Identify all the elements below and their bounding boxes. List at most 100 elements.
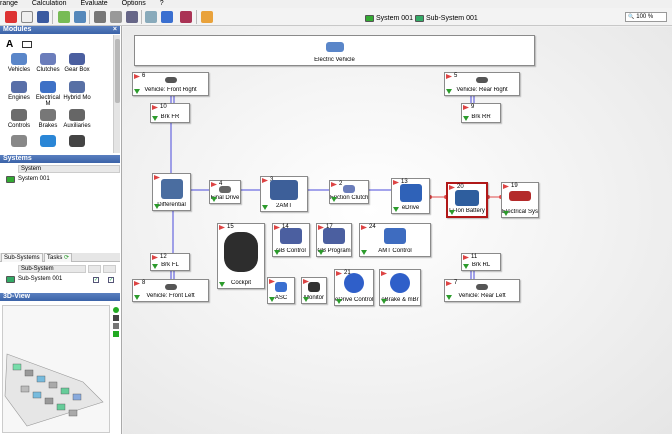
frame-tool-icon[interactable] — [22, 41, 32, 48]
menu-calculation[interactable]: Calculation — [31, 0, 67, 7]
block-vehicle-rear-right[interactable]: 5 Vehicle: Rear Right — [444, 72, 520, 96]
close-icon[interactable] — [5, 11, 17, 23]
module-clutches[interactable]: Clutches — [34, 52, 62, 76]
flag-icon — [393, 180, 399, 185]
refresh-icon[interactable]: ⟳ — [64, 255, 70, 261]
status-icon — [269, 297, 275, 302]
block-brk-fr[interactable]: 10 Brk FR — [150, 103, 190, 123]
cut-icon[interactable] — [94, 11, 106, 23]
tab-tasks[interactable]: Tasks ⟳ — [44, 253, 73, 262]
list-item[interactable]: System 001 — [3, 175, 50, 183]
tab-subsystem[interactable]: Sub-System 001 — [415, 13, 478, 23]
block-monitor[interactable]: Monitor — [301, 277, 327, 304]
lock-icon[interactable] — [201, 11, 213, 23]
block-electric-vehicle[interactable]: Electric Vehicle — [134, 35, 535, 66]
menu-range[interactable]: range — [0, 0, 18, 7]
list-item[interactable]: Sub-System 001 — [3, 275, 62, 283]
active-checkbox[interactable]: ✓ — [108, 277, 114, 283]
tab-system[interactable]: System 001 — [365, 13, 413, 23]
subsystems-column-header[interactable]: Sub-System — [18, 265, 86, 273]
module-extra-1[interactable] — [5, 134, 33, 152]
block-friction-clutch[interactable]: 2 Friction Clutch — [329, 180, 369, 204]
block-asc[interactable]: ASC — [267, 277, 295, 304]
clutch-icon — [40, 53, 56, 65]
rotate-icon[interactable] — [113, 307, 119, 313]
flag-icon — [211, 182, 217, 187]
block-cockpit[interactable]: 15 Cockpit — [217, 223, 265, 289]
module-gearbox[interactable]: Gear Box — [63, 52, 91, 76]
status-icon — [152, 116, 158, 121]
diagram-canvas[interactable]: Electric Vehicle 6 Vehicle: Front Right … — [123, 27, 672, 434]
flag-icon — [318, 225, 324, 230]
scroll-thumb[interactable] — [115, 39, 120, 103]
menu-evaluate[interactable]: Evaluate — [80, 0, 108, 7]
modules-scrollbar[interactable] — [113, 35, 120, 153]
module-auxiliaries[interactable]: Auxiliaries — [63, 108, 91, 132]
block-brk-fl[interactable]: 12 Brk FL — [150, 253, 190, 271]
pointer-icon[interactable] — [113, 315, 119, 321]
visible-column-icon[interactable] — [88, 265, 101, 273]
flag-icon — [446, 281, 452, 286]
block-electrical-sys[interactable]: 19 Electrical Sys — [501, 182, 539, 218]
block-li-ion-battery[interactable]: 20 Li-Ion Battery — [446, 182, 488, 218]
block-edrive[interactable]: 13 eDrive — [391, 178, 430, 214]
visible-checkbox[interactable]: ✓ — [93, 277, 99, 283]
status-icon — [318, 250, 324, 255]
module-extra-3[interactable] — [63, 134, 91, 152]
active-column-icon[interactable] — [103, 265, 116, 273]
gearbox-program-icon — [323, 228, 345, 244]
pan-icon[interactable] — [113, 331, 119, 337]
flag-icon — [503, 184, 509, 189]
module-engines[interactable]: Engines — [5, 80, 33, 104]
menu-bar: range Calculation Evaluate Options ? — [0, 0, 672, 8]
block-vehicle-front-right[interactable]: 6 Vehicle: Front Right — [132, 72, 209, 96]
module-extra-2[interactable] — [34, 134, 62, 152]
block-amt-control[interactable]: 24 AMT Control — [359, 223, 431, 257]
block-vehicle-front-left[interactable]: 8 Vehicle: Front Left — [132, 279, 209, 302]
zoom-level[interactable]: 🔍 100 % — [625, 12, 667, 22]
module-brakes[interactable]: Brakes — [34, 108, 62, 132]
status-icon — [219, 282, 225, 287]
flag-icon — [336, 271, 342, 276]
gear-icon — [219, 186, 231, 193]
engine-icon — [11, 81, 27, 93]
text-tool-icon[interactable]: A — [6, 39, 14, 50]
save-icon[interactable] — [37, 11, 49, 23]
zoom-tool-icon[interactable] — [113, 323, 119, 329]
view3d-viewport[interactable] — [2, 305, 110, 433]
3d-model-preview — [4, 353, 104, 427]
block-ebrake[interactable]: eBrake & mBr — [379, 269, 421, 306]
block-gb-program[interactable]: 17 GB Program — [316, 223, 352, 257]
module-vehicles[interactable]: Vehicles — [5, 52, 33, 76]
status-icon — [449, 210, 455, 215]
block-2amt[interactable]: 3 2AMT — [260, 176, 308, 212]
block-gb-control[interactable]: 14 GB Control — [272, 223, 310, 257]
wand-icon[interactable] — [58, 11, 70, 23]
gear-icon — [11, 135, 27, 147]
check-icon[interactable] — [74, 11, 86, 23]
menu-help[interactable]: ? — [159, 0, 164, 7]
block-vehicle-rear-left[interactable]: 7 Vehicle: Rear Left — [444, 279, 520, 302]
module-electrical[interactable]: Electrical M — [34, 80, 62, 107]
auxiliaries-icon — [69, 109, 85, 121]
vehicle-icon — [325, 42, 344, 52]
block-edrive-control[interactable]: 21 eDrive Control — [334, 269, 374, 306]
block-brk-rr[interactable]: 9 Brk RR — [461, 103, 501, 123]
new-file-icon[interactable] — [21, 11, 33, 23]
book-icon[interactable] — [180, 11, 192, 23]
menu-options[interactable]: Options — [121, 0, 146, 7]
block-differential[interactable]: Differential — [152, 173, 191, 211]
module-controls[interactable]: Controls — [5, 108, 33, 132]
tab-sub-systems[interactable]: Sub-Systems — [1, 253, 43, 262]
copy-icon[interactable] — [110, 11, 122, 23]
block-brk-rl[interactable]: 11 Brk RL — [461, 253, 501, 271]
systems-column-header[interactable]: System — [18, 165, 120, 173]
block-final-drive[interactable]: 4 Final Drive — [209, 180, 241, 204]
status-icon — [303, 297, 309, 302]
close-icon[interactable]: × — [112, 26, 117, 33]
module-hybrid[interactable]: Hybrid Mo — [63, 80, 91, 104]
magnifier-icon: 🔍 — [628, 14, 635, 20]
fit-icon[interactable] — [145, 11, 157, 23]
zoom-icon[interactable] — [161, 11, 173, 23]
paste-icon[interactable] — [126, 11, 138, 23]
